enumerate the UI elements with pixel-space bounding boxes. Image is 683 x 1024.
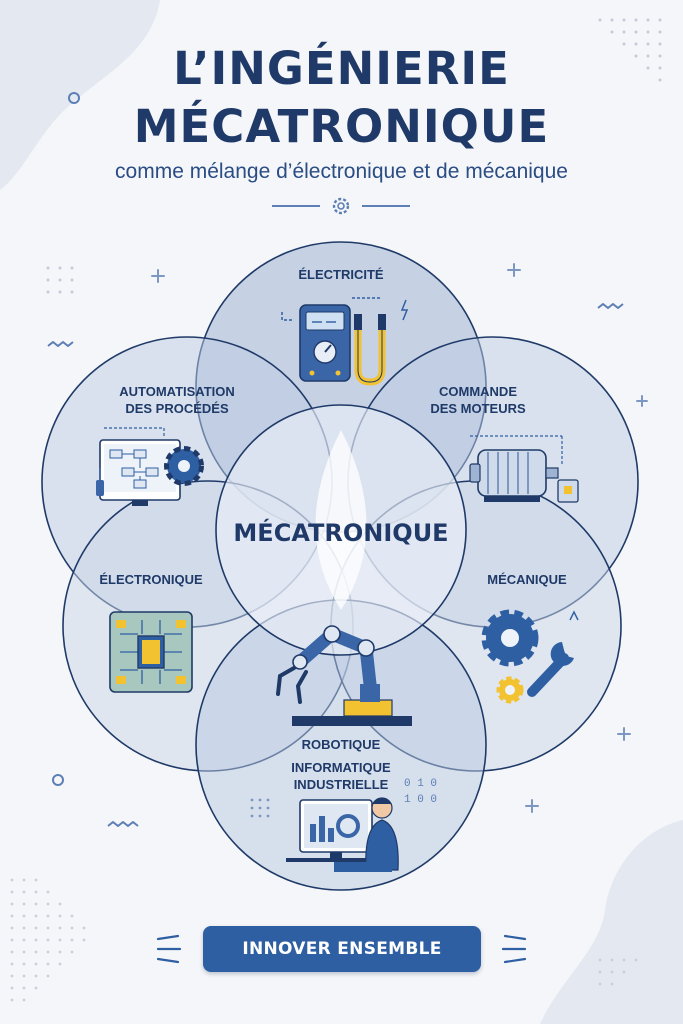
- gear-icon: [164, 446, 204, 486]
- label-electronique: ÉLECTRONIQUE: [99, 572, 203, 587]
- ring-deco: [52, 774, 64, 786]
- innover-ensemble-button[interactable]: INNOVER ENSEMBLE: [203, 926, 481, 972]
- dot-grid-right: [598, 958, 638, 986]
- label-commande-2: DES MOTEURS: [430, 401, 526, 416]
- bottom-right-blob: [540, 820, 683, 1024]
- ring-deco: [68, 92, 80, 104]
- cta-accent-lines: [156, 934, 527, 964]
- dot-grid-bottom-left: [10, 878, 86, 1002]
- label-robotique: ROBOTIQUE: [302, 737, 381, 752]
- microchip-icon: [109, 611, 193, 693]
- settings-gear-icon: [332, 197, 350, 215]
- label-informatique-2: INDUSTRIELLE: [294, 777, 389, 792]
- electric-motor-icon: [469, 435, 579, 503]
- label-commande-1: COMMANDE: [439, 384, 517, 399]
- label-informatique-1: INFORMATIQUE: [291, 760, 391, 775]
- dot-grid-top-right: [598, 18, 662, 82]
- gears-wrench-icon: [481, 609, 579, 704]
- center-label: MÉCATRONIQUE: [233, 518, 448, 547]
- dot-grid-left: [46, 266, 74, 294]
- title-line-2: MÉCATRONIQUE: [133, 100, 550, 153]
- multimeter-icon: [281, 297, 409, 386]
- engineer-computer-icon: [286, 797, 399, 872]
- label-mecanique: MÉCANIQUE: [487, 572, 567, 587]
- binary-digits-1: 0 1 0: [404, 778, 437, 790]
- zigzag-deco: [47, 303, 624, 827]
- top-left-blob: [0, 0, 160, 190]
- label-automatisation-2: DES PROCÉDÉS: [125, 401, 229, 416]
- title-line-1: L’INGÉNIERIE: [173, 42, 510, 95]
- center-lens-highlight: [315, 430, 367, 610]
- subtitle: comme mélange d’électronique et de mécan…: [115, 160, 568, 183]
- dot-grid-informatique: [250, 798, 270, 818]
- robot-arm-icon: [276, 625, 412, 726]
- binary-digits-2: 1 0 0: [404, 794, 437, 806]
- label-electricite: ÉLECTRICITÉ: [298, 267, 384, 282]
- plus-deco: [151, 263, 648, 813]
- label-automatisation-1: AUTOMATISATION: [119, 384, 235, 399]
